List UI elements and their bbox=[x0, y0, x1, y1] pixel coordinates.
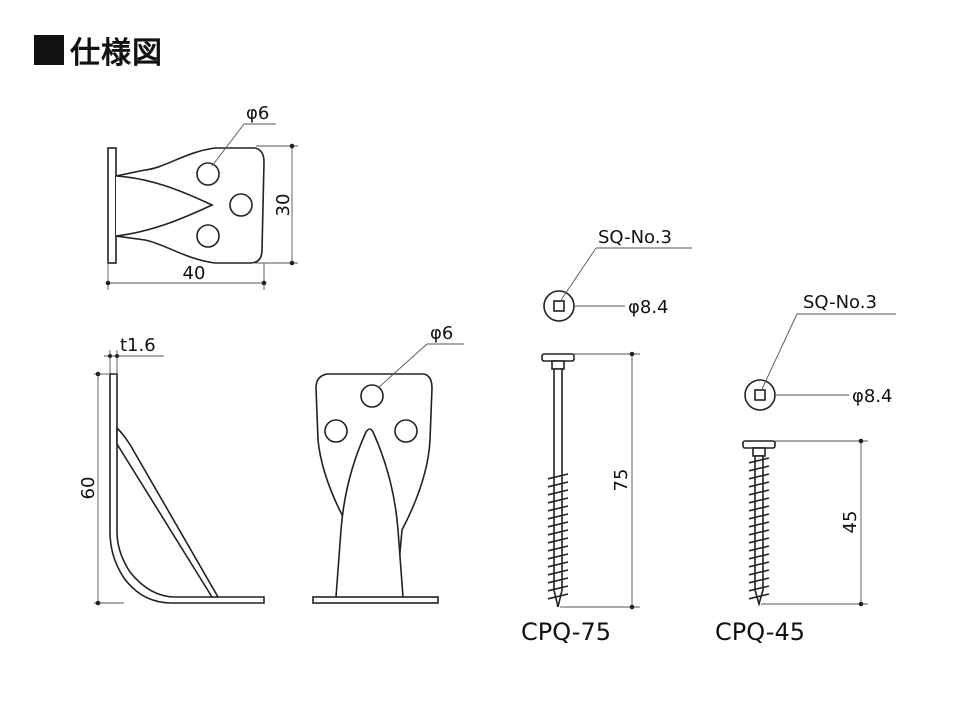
thread-turn bbox=[748, 505, 770, 512]
top-view-height-label: 30 bbox=[273, 194, 294, 217]
screw1-drive-label: SQ-No.3 bbox=[598, 227, 672, 248]
thread-turn bbox=[748, 585, 770, 592]
side-view-thickness-label: t1.6 bbox=[120, 335, 156, 356]
thread-turn bbox=[547, 481, 569, 488]
screw1-head bbox=[541, 353, 575, 362]
thread-turn bbox=[748, 457, 770, 464]
thread-turn bbox=[748, 489, 770, 496]
screw2-head bbox=[742, 440, 776, 449]
screw1-diameter-label: φ8.4 bbox=[628, 297, 669, 318]
screw1-length-label: 75 bbox=[611, 469, 632, 492]
screw2-drive-label: SQ-No.3 bbox=[803, 292, 877, 313]
title-text: 仕様図 bbox=[70, 36, 163, 71]
side-thickness-dot bbox=[115, 354, 119, 358]
thread-turn bbox=[748, 577, 770, 584]
side-dim-dot bbox=[95, 600, 101, 606]
side-view-height-label: 60 bbox=[78, 477, 99, 500]
front-view-hole-3 bbox=[394, 419, 418, 443]
screw1-dim-dot bbox=[629, 351, 635, 357]
top-dim-dot bbox=[289, 260, 295, 266]
thread-turn bbox=[547, 473, 569, 480]
screw2-thread bbox=[748, 457, 770, 600]
thread-turn bbox=[547, 505, 569, 512]
thread-turn bbox=[547, 561, 569, 568]
thread-turn bbox=[547, 529, 569, 536]
top-dim-dot bbox=[289, 143, 295, 149]
screw-cpq-75: SQ-No.3 φ8.4 75 CPQ-75 bbox=[521, 227, 692, 646]
front-view-hole-2 bbox=[324, 419, 348, 443]
screw2-drive-leader bbox=[761, 313, 798, 390]
front-view-hole-1 bbox=[360, 384, 384, 408]
thread-turn bbox=[748, 561, 770, 568]
thread-turn bbox=[748, 465, 770, 472]
bracket-front-view: φ6 bbox=[312, 323, 464, 604]
top-dim-dot bbox=[105, 280, 111, 286]
screw2-length-label: 45 bbox=[840, 511, 861, 534]
thread-turn bbox=[547, 545, 569, 552]
screw1-dim-dot bbox=[629, 604, 635, 610]
thread-turn bbox=[547, 585, 569, 592]
side-thickness-dot bbox=[108, 354, 112, 358]
top-view-hole-2 bbox=[229, 193, 253, 217]
front-view-slot bbox=[335, 428, 404, 598]
bracket-side-view: t1.6 60 bbox=[78, 335, 265, 606]
top-view-base-plate bbox=[107, 147, 117, 264]
side-dim-dot bbox=[95, 371, 101, 377]
screw1-thread bbox=[547, 473, 569, 600]
screw2-dim-dot bbox=[858, 601, 864, 607]
thread-turn bbox=[748, 537, 770, 544]
screw2-dim-dot bbox=[858, 438, 864, 444]
thread-turn bbox=[547, 537, 569, 544]
top-view-width-label: 40 bbox=[183, 263, 206, 284]
screw2-neck bbox=[752, 447, 766, 457]
thread-turn bbox=[547, 553, 569, 560]
front-view-hole-leader bbox=[377, 343, 428, 389]
thread-turn bbox=[748, 593, 770, 600]
side-view-profile bbox=[109, 373, 265, 604]
screw2-name: CPQ-45 bbox=[715, 618, 805, 646]
thread-turn bbox=[748, 553, 770, 560]
screw1-neck bbox=[551, 360, 565, 370]
thread-turn bbox=[547, 497, 569, 504]
bracket-top-view: φ6 30 40 bbox=[105, 103, 298, 290]
section-title: 仕様図 bbox=[34, 30, 163, 71]
screw1-name: CPQ-75 bbox=[521, 618, 611, 646]
screw2-square-drive-icon bbox=[754, 389, 766, 401]
screw1-square-drive-icon bbox=[553, 300, 565, 312]
top-view-hole-label: φ6 bbox=[246, 103, 269, 124]
thread-turn bbox=[748, 569, 770, 576]
thread-turn bbox=[748, 481, 770, 488]
top-dim-dot bbox=[261, 280, 267, 286]
front-view-hole-label: φ6 bbox=[430, 323, 453, 344]
thread-turn bbox=[748, 473, 770, 480]
thread-turn bbox=[547, 569, 569, 576]
top-view-hole-3 bbox=[196, 224, 220, 248]
top-view-hole-1 bbox=[196, 162, 220, 186]
thread-turn bbox=[547, 521, 569, 528]
thread-turn bbox=[547, 593, 569, 600]
screw-cpq-45: SQ-No.3 φ8.4 45 CPQ-45 bbox=[715, 292, 896, 646]
front-view-base-plate bbox=[312, 596, 439, 604]
thread-turn bbox=[748, 513, 770, 520]
thread-turn bbox=[547, 577, 569, 584]
thread-turn bbox=[748, 529, 770, 536]
thread-turn bbox=[748, 497, 770, 504]
screw1-drive-leader bbox=[560, 247, 597, 301]
thread-turn bbox=[547, 489, 569, 496]
top-view-slot bbox=[115, 175, 214, 237]
side-view-gusset bbox=[116, 426, 220, 598]
screw2-diameter-label: φ8.4 bbox=[852, 386, 893, 407]
title-square-icon bbox=[34, 35, 64, 65]
top-view-hole-leader bbox=[211, 123, 245, 167]
thread-turn bbox=[748, 521, 770, 528]
thread-turn bbox=[748, 545, 770, 552]
thread-turn bbox=[547, 513, 569, 520]
